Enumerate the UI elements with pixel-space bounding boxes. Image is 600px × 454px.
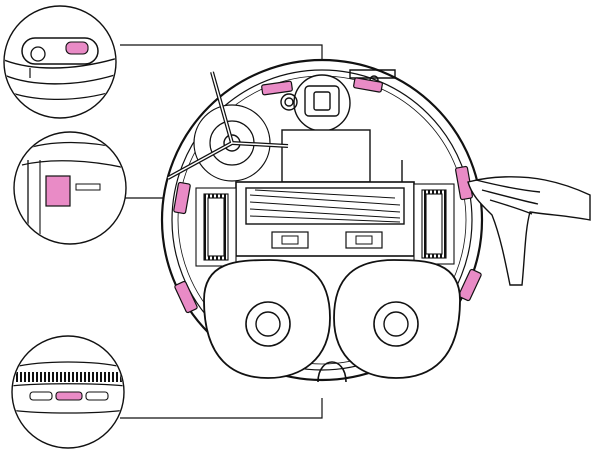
sensor-right-bottom xyxy=(458,268,482,302)
callout-bottom xyxy=(11,335,125,449)
right-wheel-icon xyxy=(333,259,461,379)
body-sensors xyxy=(173,77,482,314)
side-sensor-highlight xyxy=(45,175,71,207)
robot-inner-ring xyxy=(171,69,473,371)
sensor-front-left xyxy=(261,80,293,96)
front-sensor-highlight xyxy=(65,41,89,55)
hand-with-cloth-icon xyxy=(467,176,591,286)
right-mechanism xyxy=(413,183,455,265)
sensor-left-side xyxy=(173,181,191,215)
sensor-front-right xyxy=(353,77,383,93)
callout-middle xyxy=(13,131,127,245)
callout-top xyxy=(3,5,117,119)
front-caster-area xyxy=(280,69,396,132)
left-wheel-icon xyxy=(203,259,331,379)
leader-line-bottom xyxy=(120,398,323,419)
rear-sensor-highlight xyxy=(55,391,83,401)
side-brush-icon xyxy=(167,71,289,182)
sensor-left-bottom xyxy=(174,280,198,314)
left-mechanism xyxy=(195,187,237,267)
rear-notch xyxy=(317,361,347,383)
main-brush-icon xyxy=(235,181,415,257)
